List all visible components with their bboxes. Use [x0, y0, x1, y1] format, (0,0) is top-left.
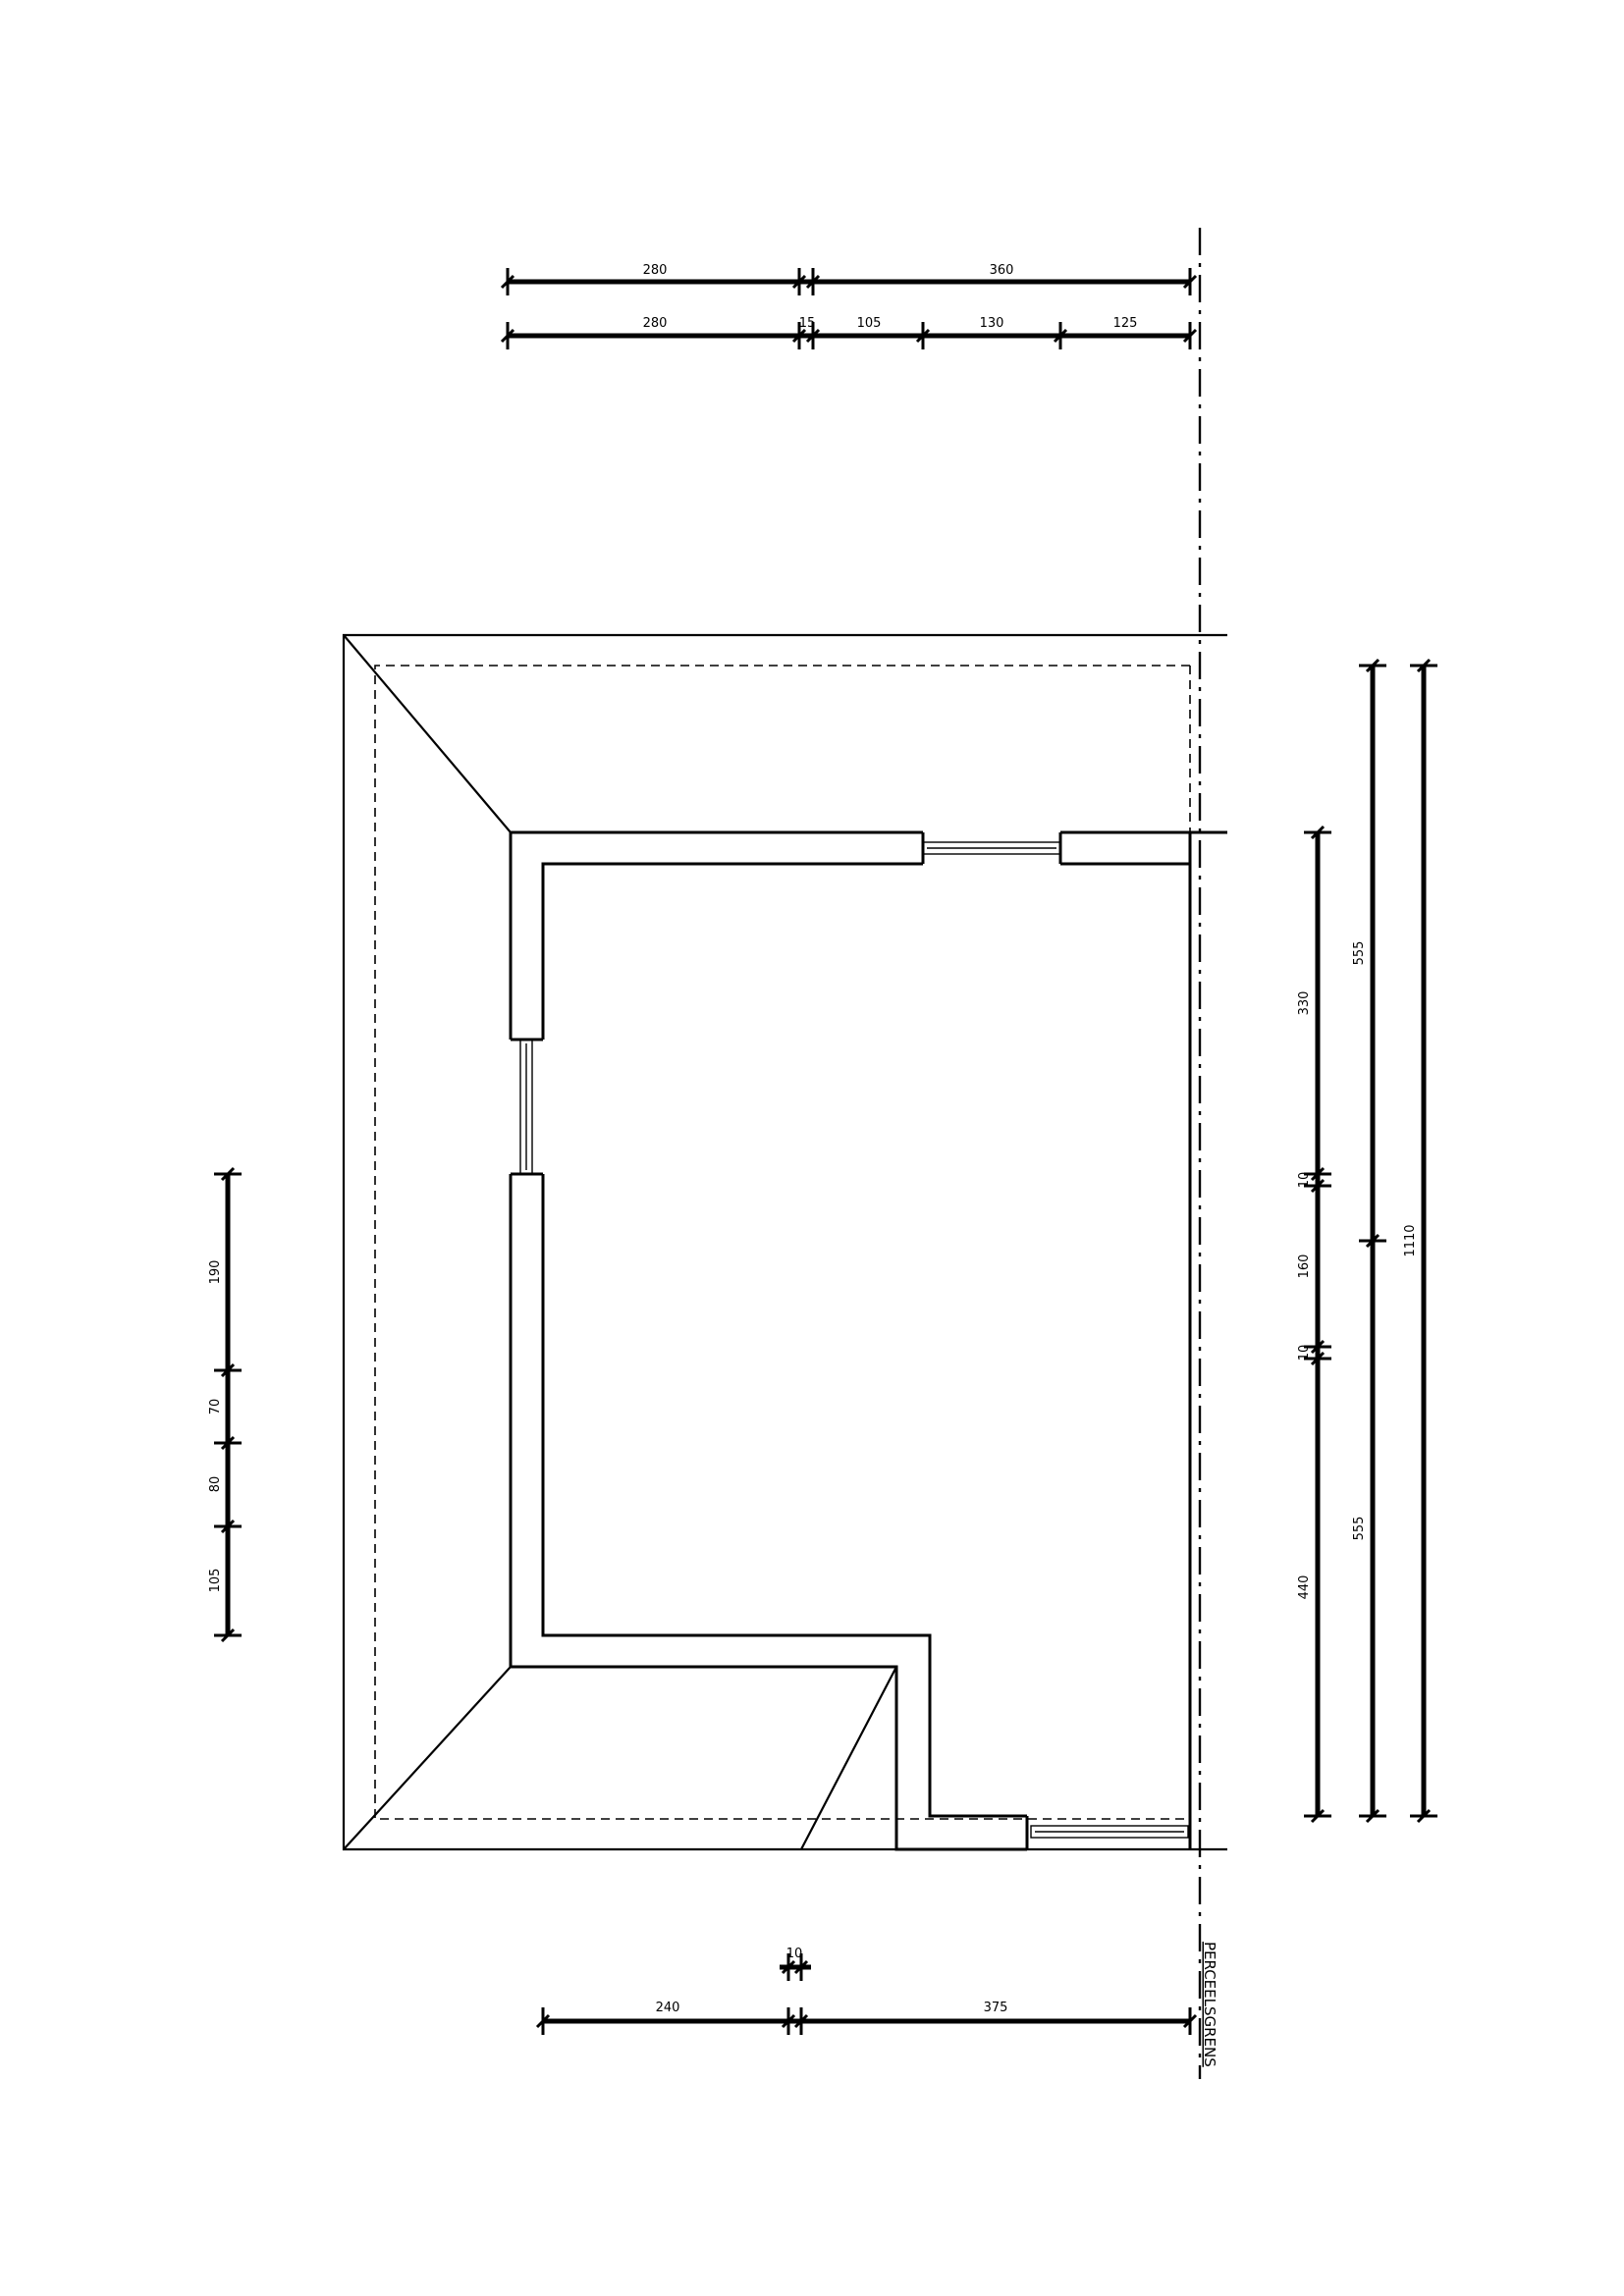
dim-top1-1: 360 [990, 263, 1014, 278]
dimension-top-row-2: 280 15 105 130 125 [500, 316, 1198, 349]
dimension-right-column-1: 330 10 160 10 440 [1297, 825, 1331, 1824]
dimension-right-column-2: 555 555 [1352, 658, 1386, 1824]
dim-right1-4: 440 [1297, 1575, 1312, 1600]
dim-top2-0: 280 [643, 316, 668, 331]
dim-right1-0: 330 [1297, 991, 1312, 1016]
dim-left-3: 105 [208, 1569, 223, 1593]
dim-top2-2: 105 [857, 316, 882, 331]
dim-top1-0: 280 [643, 263, 668, 278]
dim-right3: 1110 [1403, 1224, 1418, 1256]
property-boundary-label: PERCEELSGRENS [1201, 1942, 1218, 2067]
dimension-left-column: 190 70 80 105 [208, 1166, 242, 1643]
dim-top2-4: 125 [1113, 316, 1138, 331]
dimension-right-column-3: 1110 [1403, 658, 1437, 1824]
dimension-top-row-1: 280 360 [500, 263, 1198, 295]
window-bottom-right [1030, 1825, 1189, 1839]
walls [509, 830, 1227, 1851]
dim-bottom-small: 10 [786, 1947, 803, 1961]
dim-right2-0: 555 [1352, 941, 1367, 966]
dim-top2-1: 15 [799, 316, 816, 331]
window-left [519, 1039, 533, 1175]
window-top [922, 841, 1061, 855]
dim-bottom-0: 240 [656, 2001, 680, 2015]
dim-right1-1: 10 [1297, 1172, 1312, 1189]
dimension-bottom-row: 240 375 [535, 2001, 1198, 2035]
dim-top2-3: 130 [980, 316, 1004, 331]
dim-left-1: 70 [208, 1399, 223, 1415]
dimension-bottom-small: 10 [780, 1947, 811, 1981]
dim-right1-3: 10 [1297, 1345, 1312, 1362]
dim-right2-1: 555 [1352, 1517, 1367, 1541]
dim-left-2: 80 [208, 1476, 223, 1493]
dim-right1-2: 160 [1297, 1255, 1312, 1279]
dim-left-0: 190 [208, 1260, 223, 1285]
roof-outline [342, 633, 1227, 1851]
dim-bottom-1: 375 [984, 2001, 1008, 2015]
